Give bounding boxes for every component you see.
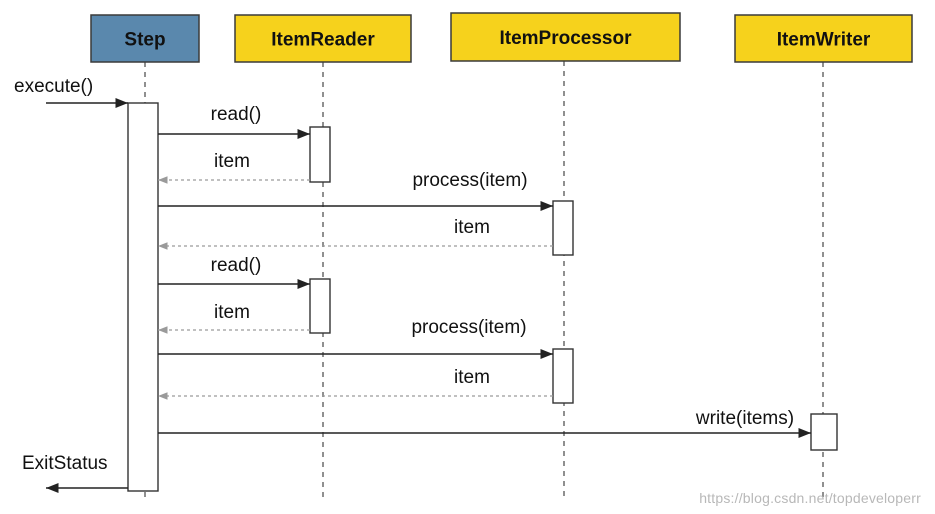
writer-label: ItemWriter (777, 30, 871, 51)
actor-processor: ItemProcessor (450, 12, 681, 62)
message-label-4: process(item) (412, 170, 527, 191)
message-10: write(items) (158, 408, 811, 439)
processor-box (450, 12, 681, 62)
step-activation-bar (127, 102, 159, 492)
message-label-10: write(items) (695, 408, 794, 429)
step-label: Step (124, 30, 165, 51)
message-7: item (158, 302, 310, 334)
message-3: item (158, 151, 310, 184)
message-4: process(item) (158, 170, 553, 212)
message-label-2: read() (211, 104, 262, 125)
message-8: process(item) (158, 317, 553, 360)
message-2: read() (158, 104, 310, 140)
watermark-text: https://blog.csdn.net/topdeveloperr (699, 490, 921, 506)
message-label-9: item (454, 367, 490, 388)
step-box (90, 14, 200, 63)
processor-activation-bar-2 (552, 200, 574, 256)
message-label-3: item (214, 151, 250, 172)
writer-activation-bar-5 (810, 413, 838, 451)
reader-label: ItemReader (271, 30, 375, 51)
writer-box (734, 14, 913, 63)
message-11: ExitStatus (22, 453, 128, 494)
reader-box (234, 14, 412, 63)
message-label-11: ExitStatus (22, 453, 108, 474)
message-label-5: item (454, 217, 490, 238)
message-label-7: item (214, 302, 250, 323)
reader-activation-bar-1 (309, 126, 331, 183)
actor-reader: ItemReader (234, 14, 412, 63)
message-5: item (158, 217, 553, 250)
actor-step: Step (90, 14, 200, 63)
message-label-1: execute() (14, 76, 93, 97)
processor-activation-bar-4 (552, 348, 574, 404)
message-9: item (158, 367, 553, 400)
message-label-6: read() (211, 255, 262, 276)
reader-activation-bar-3 (309, 278, 331, 334)
processor-label: ItemProcessor (499, 28, 632, 49)
message-1: execute() (14, 76, 128, 109)
actor-writer: ItemWriter (734, 14, 913, 63)
message-label-8: process(item) (411, 317, 526, 338)
message-6: read() (158, 255, 310, 290)
